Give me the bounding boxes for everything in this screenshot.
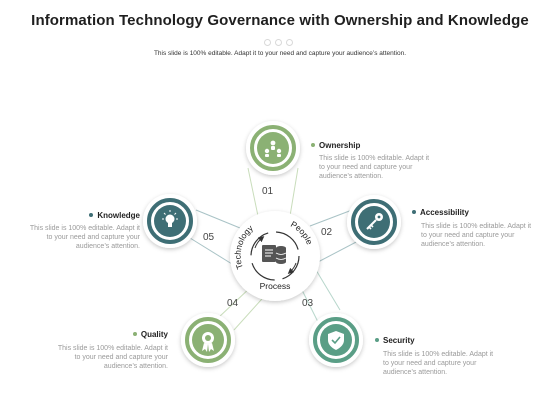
title-divider-dots <box>262 39 298 47</box>
item-label-ownership: Ownership <box>311 141 360 150</box>
step-number-05: 05 <box>203 232 215 243</box>
award-icon <box>202 332 214 352</box>
item-label-security: Security <box>375 336 415 345</box>
node-security <box>309 313 363 367</box>
bullet-dot <box>132 332 137 337</box>
node-quality <box>181 313 235 367</box>
center-hub <box>230 211 320 301</box>
bullet-dot <box>412 210 416 215</box>
item-label-quality: Quality <box>40 330 168 339</box>
node-accessibility <box>347 195 401 249</box>
ownership-icon <box>264 140 282 157</box>
node-knowledge <box>143 194 197 248</box>
page-title: Information Technology Governance with O… <box>31 12 529 29</box>
step-number-02: 02 <box>321 227 333 238</box>
process-icon <box>262 245 287 264</box>
center-label-process: Process <box>260 281 291 291</box>
item-label-accessibility: Accessibility <box>412 208 469 217</box>
step-number-04: 04 <box>227 298 239 309</box>
bullet-dot <box>89 213 94 218</box>
node-ownership <box>246 121 300 175</box>
bullet-dot <box>375 338 379 343</box>
item-label-knowledge: Knowledge <box>12 211 140 220</box>
bullet-dot <box>311 143 315 148</box>
key-icon <box>366 213 383 230</box>
step-number-03: 03 <box>302 298 314 309</box>
page-subtitle: This slide is 100% editable. Adapt it to… <box>153 50 407 57</box>
step-number-01: 01 <box>262 186 274 197</box>
shield-icon <box>328 331 344 350</box>
lightbulb-icon <box>162 210 178 227</box>
